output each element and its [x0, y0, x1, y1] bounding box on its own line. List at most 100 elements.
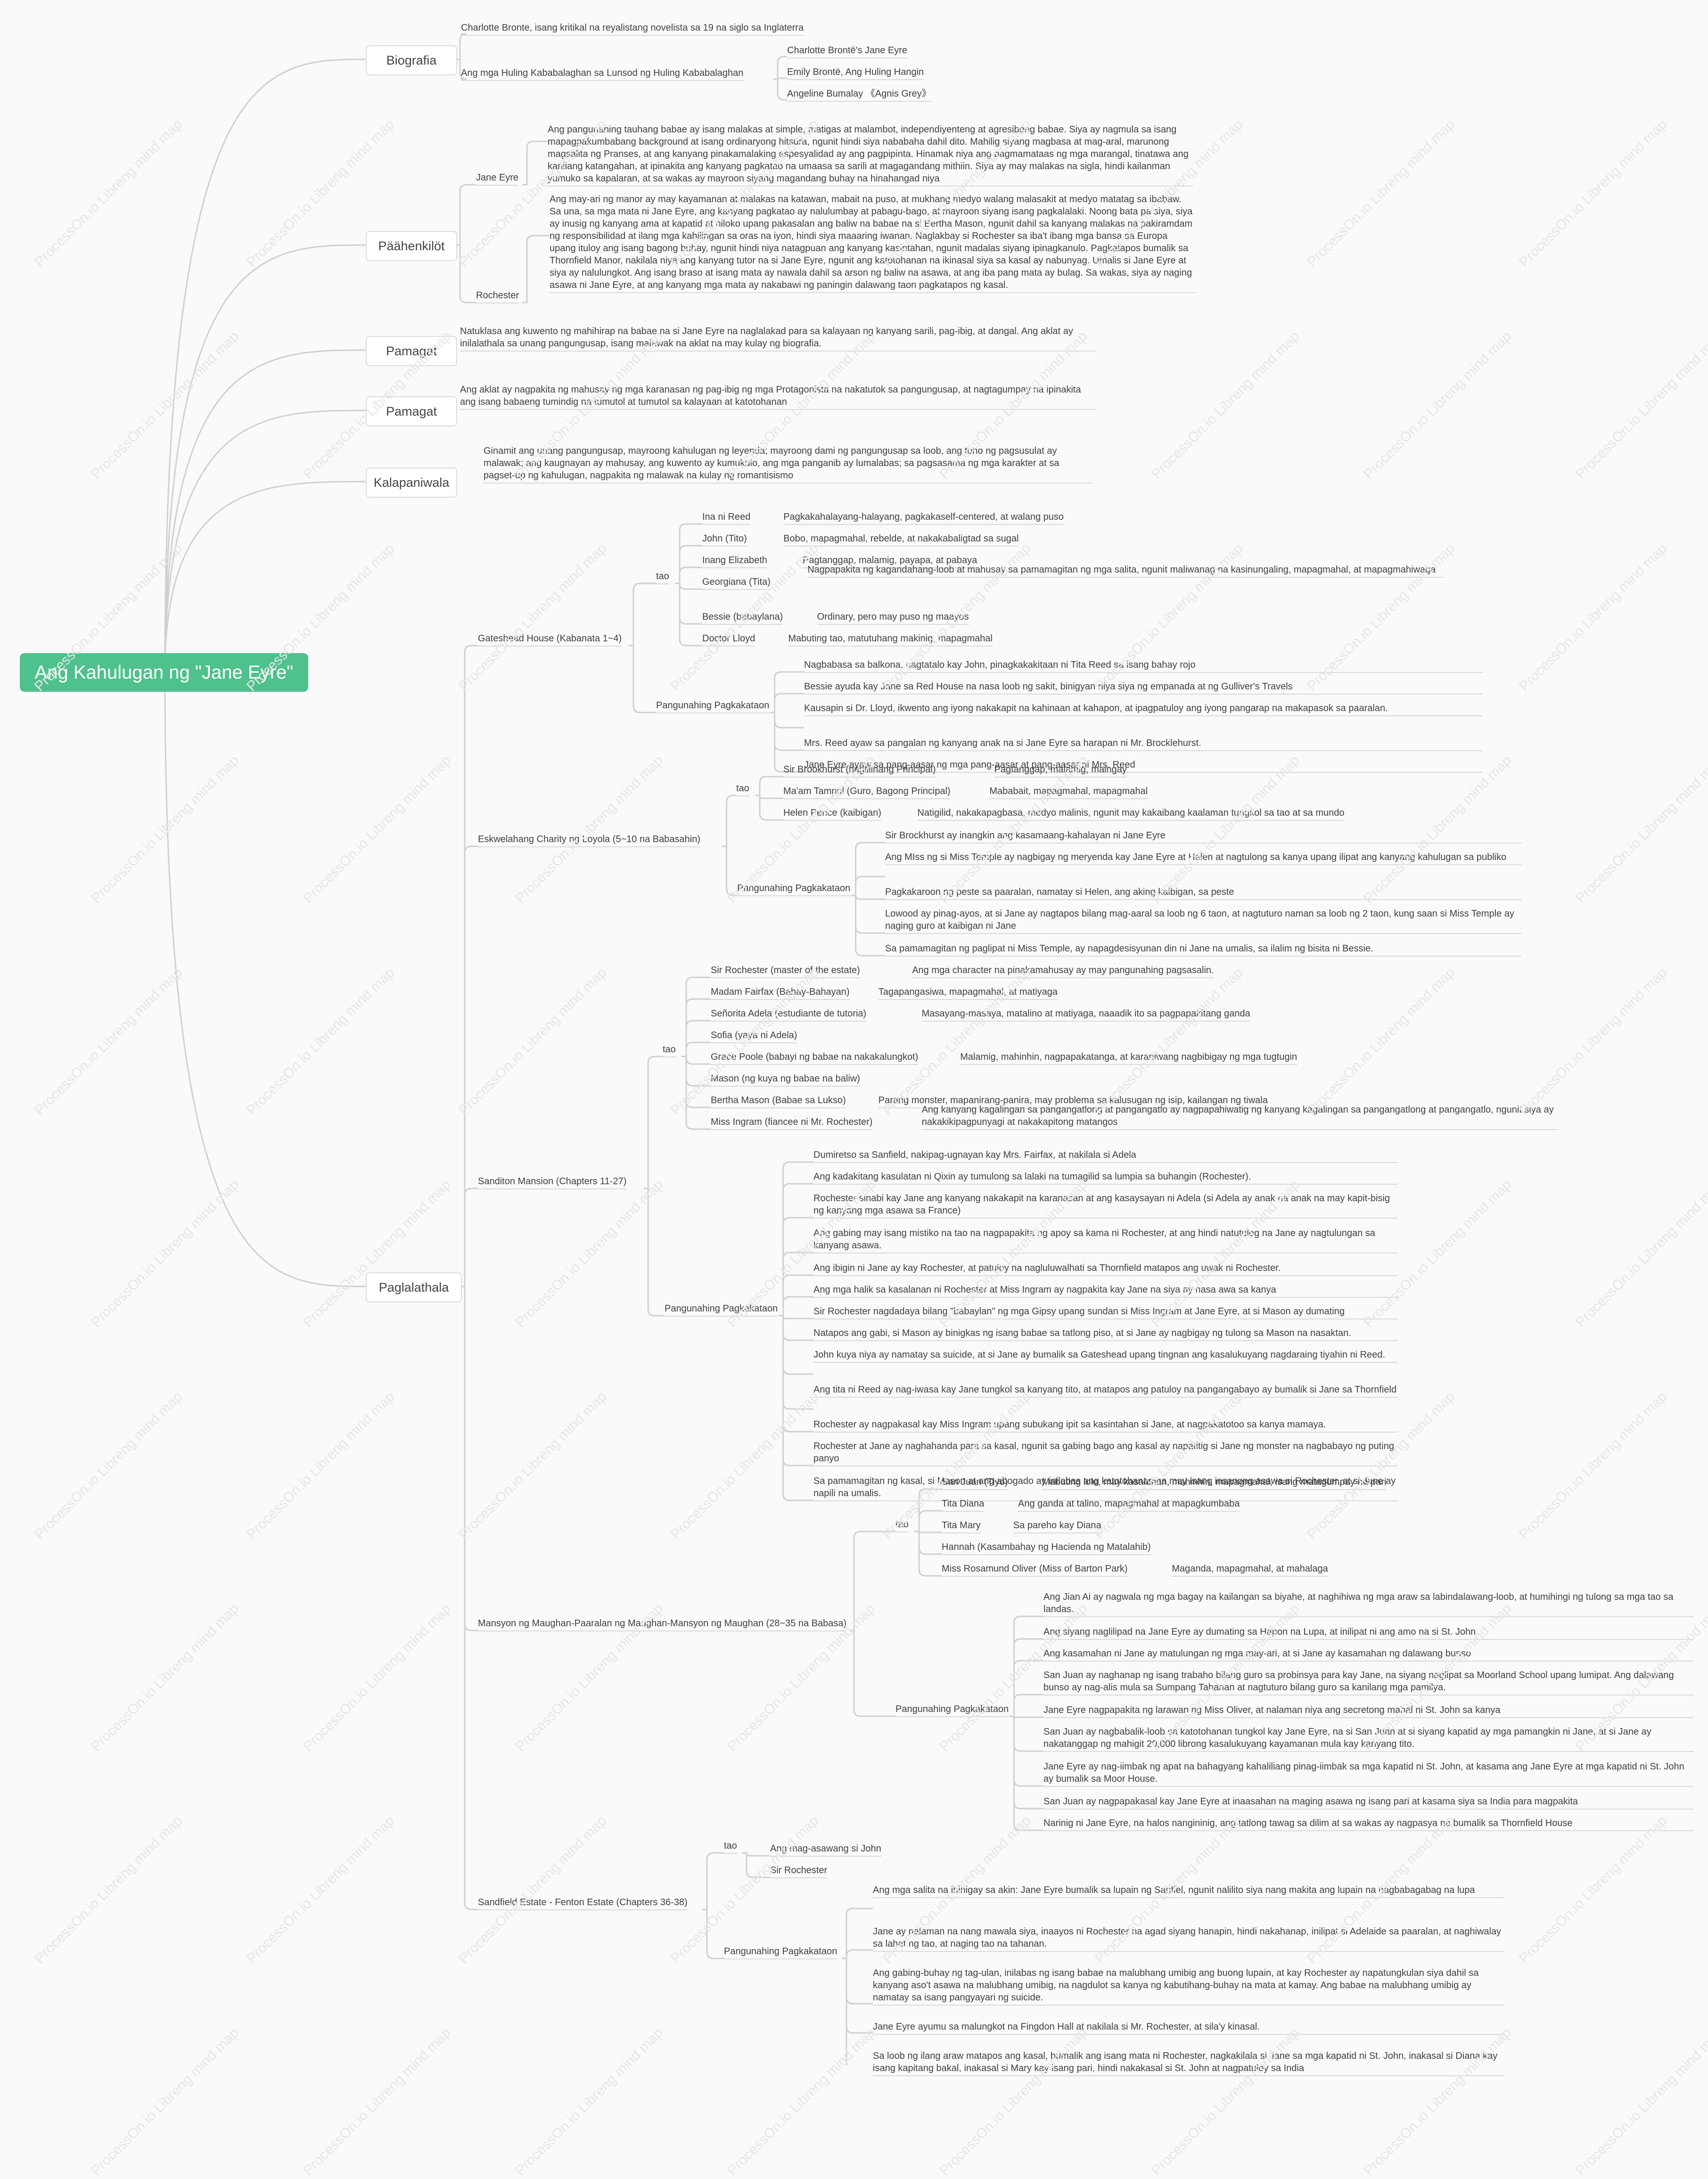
- charity-event-0[interactable]: Sir Brockhurst ay inangkin ang kasamaang…: [885, 829, 1521, 844]
- charity-person-1[interactable]: Ma'am Tampol (Guro, Bagong Principal): [783, 785, 951, 799]
- charity-event-4[interactable]: Sa pamamagitan ng paglipat ni Miss Templ…: [885, 942, 1521, 957]
- root-topic[interactable]: Ang Kahulugan ng "Jane Eyre": [20, 653, 308, 692]
- sanditon-event-4[interactable]: Ang ibigin ni Jane ay kay Rochester, at …: [813, 1262, 1398, 1276]
- sanditon-event-11[interactable]: Rochester at Jane ay naghahanda para sa …: [813, 1440, 1398, 1466]
- ferndean-person-1[interactable]: Sir Rochester: [770, 1864, 828, 1878]
- moor-event-6[interactable]: Jane Eyre ay nag-iimbak ng apat na bahag…: [1043, 1761, 1694, 1787]
- gateshead-person-2-desc[interactable]: Pagtanggap, malamig, payapa, at pabaya: [803, 554, 977, 568]
- ferndean-event-4[interactable]: Sa loob ng ilang araw matapos ang kasal,…: [873, 2050, 1504, 2076]
- moor-person-0-desc[interactable]: Mabuting lolo, may kasalanan, mahinhin, …: [1042, 1476, 1387, 1490]
- sanditon-event-5[interactable]: Ang mga halik sa kasalanan ni Rochester …: [813, 1284, 1398, 1298]
- ferndean-person-0[interactable]: Ang mag-asawang si John: [770, 1843, 881, 1857]
- moor-event-4[interactable]: Jane Eyre nagpapakita ng larawan ng Miss…: [1043, 1704, 1694, 1718]
- moor-event-7[interactable]: San Juan ay nagpapakasal kay Jane Eyre a…: [1043, 1795, 1694, 1810]
- sanditon-person-7-desc[interactable]: Ang kanyang kagalingan sa pangangatlong …: [921, 1104, 1558, 1130]
- ferndean-events-label[interactable]: Pangunahing Pagkakataon: [724, 1945, 838, 1959]
- sanditon-person-1-desc[interactable]: Tagapangasiwa, mapagmahal, at matiyaga: [878, 986, 1058, 1000]
- branch-paahenkilot[interactable]: Päähenkilöt: [366, 231, 457, 261]
- gateshead-person-5-desc[interactable]: Mabuting tao, matutuhang makinig, mapagm…: [788, 632, 993, 647]
- moor-event-8[interactable]: Narinig ni Jane Eyre, na halos nanginini…: [1043, 1817, 1694, 1831]
- pamagat-2-text[interactable]: Ang aklat ay nagpakita ng mahusay ng mga…: [460, 384, 1096, 410]
- sanditon-event-3[interactable]: Ang gabing may isang mistiko na tao na n…: [813, 1227, 1398, 1253]
- gateshead-person-0[interactable]: Ina ni Reed: [702, 511, 751, 525]
- char-jane-text[interactable]: Ang pangunahing tauhang babae ay isang m…: [548, 123, 1193, 187]
- sanditon-person-4[interactable]: Grace Poole (babayi ng babae na nakakalu…: [711, 1051, 919, 1065]
- ferndean-event-0[interactable]: Ang mga salita na ibinigay sa akin: Jane…: [873, 1884, 1504, 1898]
- sanditon-event-6[interactable]: Sir Rochester nagdadaya bilang "babaylan…: [813, 1305, 1398, 1319]
- charity-person-1-desc[interactable]: Mababait, mapagmahal, mapagmahal: [989, 785, 1148, 799]
- gateshead-person-1[interactable]: John (Tito): [702, 532, 747, 547]
- sanditon-person-7[interactable]: Miss Ingram (fiancee ni Mr. Rochester): [711, 1116, 873, 1130]
- sanditon-person-2-desc[interactable]: Masayang-masaya, matalino at matiyaga, n…: [921, 1008, 1250, 1022]
- bio-intro[interactable]: Charlotte Bronte, isang kritikal na reya…: [461, 22, 804, 36]
- moor-events-label[interactable]: Pangunahing Pagkakataon: [895, 1703, 1009, 1717]
- sanditon-person-4-desc[interactable]: Malamig, mahinhin, nagpapakatanga, at ka…: [960, 1051, 1297, 1065]
- gateshead-event-3[interactable]: Mrs. Reed ayaw sa pangalan ng kanyang an…: [804, 737, 1483, 751]
- moor-event-5[interactable]: San Juan ay nagbabalik-loob sa katotohan…: [1043, 1726, 1694, 1752]
- charity-person-2-desc[interactable]: Natigilid, nakakapagbasa, medyo malinis,…: [917, 807, 1345, 821]
- moor-title[interactable]: Mansyon ng Maughan-Paaralan ng Maughan-M…: [478, 1617, 847, 1631]
- gateshead-person-2[interactable]: Inang Elizabeth: [702, 554, 767, 568]
- sanditon-person-6[interactable]: Bertha Mason (Babae sa Lukso): [711, 1094, 846, 1108]
- charity-events-label[interactable]: Pangunahing Pagkakataon: [737, 882, 851, 896]
- bio-work-1[interactable]: Emily Brontë, Ang Huling Hangin: [787, 66, 924, 80]
- gateshead-person-4[interactable]: Bessie (babaylana): [702, 611, 783, 625]
- gateshead-event-2[interactable]: Kausapin si Dr. Lloyd, ikwento ang iyong…: [804, 702, 1483, 716]
- bio-work-2[interactable]: Angeline Bumalay 《Agnis Grey》: [787, 88, 931, 102]
- gateshead-tao-label[interactable]: tao: [656, 570, 669, 584]
- gateshead-person-4-desc[interactable]: Ordinary, pero may puso ng maayos: [817, 611, 969, 625]
- kalapaniwala-text[interactable]: Ginamit ang unang pangungusap, mayroong …: [484, 445, 1092, 483]
- charity-title[interactable]: Eskwelahang Charity ng Loyola (5~10 na B…: [478, 833, 700, 847]
- ferndean-event-1[interactable]: Jane ay nalaman na nang mawala siya, ina…: [873, 1925, 1504, 1952]
- sanditon-event-2[interactable]: Rochester sinabi kay Jane ang kanyang na…: [813, 1192, 1398, 1219]
- pamagat-1-text[interactable]: Natuklasa ang kuwento ng mahihirap na ba…: [460, 325, 1096, 352]
- char-rochester-label[interactable]: Rochester: [476, 289, 519, 303]
- sanditon-title[interactable]: Sanditon Mansion (Chapters 11-27): [478, 1175, 627, 1189]
- gateshead-event-1[interactable]: Bessie ayuda kay Jane sa Red House na na…: [804, 680, 1483, 695]
- moor-person-2[interactable]: Tita Mary: [942, 1519, 981, 1533]
- branch-pamagat-2[interactable]: Pamagat: [366, 396, 457, 426]
- gateshead-title[interactable]: Gateshead House (Kabanata 1~4): [478, 632, 622, 647]
- sanditon-event-8[interactable]: John kuya niya ay namatay sa suicide, at…: [813, 1349, 1398, 1363]
- sanditon-person-3[interactable]: Sofia (yaya ni Adela): [711, 1029, 797, 1043]
- sanditon-event-10[interactable]: Rochester ay nagpakasal kay Miss Ingram …: [813, 1418, 1398, 1433]
- charity-person-2[interactable]: Helen Pence (kaibigan): [783, 807, 881, 821]
- sanditon-event-0[interactable]: Dumiretso sa Sanfield, nakipag-ugnayan k…: [813, 1149, 1398, 1163]
- gateshead-person-3[interactable]: Georgiana (Tita): [702, 576, 771, 590]
- gateshead-person-1-desc[interactable]: Bobo, mapagmahal, rebelde, at nakakabali…: [783, 532, 1019, 547]
- sanditon-person-5[interactable]: Mason (ng kuya ng babae na baliw): [711, 1073, 860, 1087]
- sanditon-event-12[interactable]: Sa pamamagitan ng kasal, si Mason at ang…: [813, 1475, 1398, 1501]
- bio-work-0[interactable]: Charlotte Brontë's Jane Eyre: [787, 44, 908, 58]
- ferndean-event-3[interactable]: Jane Eyre ayumu sa malungkot na Fingdon …: [873, 2021, 1504, 2035]
- moor-person-4-desc[interactable]: Maganda, mapagmahal, at mahalaga: [1172, 1563, 1328, 1577]
- moor-person-4[interactable]: Miss Rosamund Oliver (Miss of Barton Par…: [942, 1563, 1128, 1577]
- moor-person-1[interactable]: Tita Diana: [942, 1498, 985, 1512]
- sanditon-event-7[interactable]: Natapos ang gabi, si Mason ay binigkas n…: [813, 1327, 1398, 1341]
- gateshead-person-0-desc[interactable]: Pagkakahalayang-halayang, pagkakaself-ce…: [783, 511, 1064, 525]
- charity-tao-label[interactable]: tao: [736, 782, 749, 796]
- sanditon-event-9[interactable]: Ang tita ni Reed ay nag-iwasa kay Jane t…: [813, 1384, 1398, 1398]
- gateshead-event-4[interactable]: Jane Eyre ayaw sa pang-aasar ng mga pang…: [804, 759, 1483, 773]
- bio-works-label[interactable]: Ang mga Huling Kababalaghan sa Lunsod ng…: [461, 67, 744, 81]
- gateshead-person-5[interactable]: Doctor Lloyd: [702, 632, 755, 647]
- branch-biografia[interactable]: Biografia: [366, 45, 457, 75]
- sanditon-event-1[interactable]: Ang kadakitang kasulatan ni Qixin ay tum…: [813, 1171, 1398, 1185]
- gateshead-person-3-desc[interactable]: Nagpapakita ng kagandahang-loob at mahus…: [807, 564, 1444, 578]
- charity-event-1[interactable]: Ang MIss ng si Miss Temple ay nagbigay n…: [885, 851, 1521, 865]
- branch-kalapaniwala[interactable]: Kalapaniwala: [366, 467, 457, 498]
- branch-paglalathala[interactable]: Paglalathala: [366, 1272, 462, 1302]
- charity-event-2[interactable]: Pagkakaroon ng peste sa paaralan, namata…: [885, 886, 1521, 900]
- sanditon-person-0-desc[interactable]: Ang mga character na pinakamahusay ay ma…: [912, 964, 1214, 978]
- gateshead-events-label[interactable]: Pangunahing Pagkakataon: [656, 699, 770, 713]
- sanditon-person-0[interactable]: Sir Rochester (master of the estate): [711, 964, 860, 978]
- moor-event-2[interactable]: Ang kasamahan ni Jane ay matulungan ng m…: [1043, 1647, 1694, 1662]
- moor-event-0[interactable]: Ang Jian Ai ay nagwala ng mga bagay na k…: [1043, 1591, 1694, 1617]
- sanditon-person-2[interactable]: Señorita Adela (estudiante de tutoria): [711, 1008, 867, 1022]
- moor-person-1-desc[interactable]: Ang ganda at talino, mapagmahal at mapag…: [1018, 1498, 1240, 1512]
- moor-person-0[interactable]: San Juan (Tiyo): [942, 1476, 1008, 1490]
- ferndean-title[interactable]: Sandfield Estate - Fenton Estate (Chapte…: [478, 1896, 688, 1910]
- char-jane-label[interactable]: Jane Eyre: [476, 172, 519, 186]
- moor-tao-label[interactable]: tao: [895, 1518, 909, 1532]
- sanditon-tao-label[interactable]: tao: [663, 1043, 676, 1057]
- ferndean-tao-label[interactable]: tao: [724, 1840, 737, 1854]
